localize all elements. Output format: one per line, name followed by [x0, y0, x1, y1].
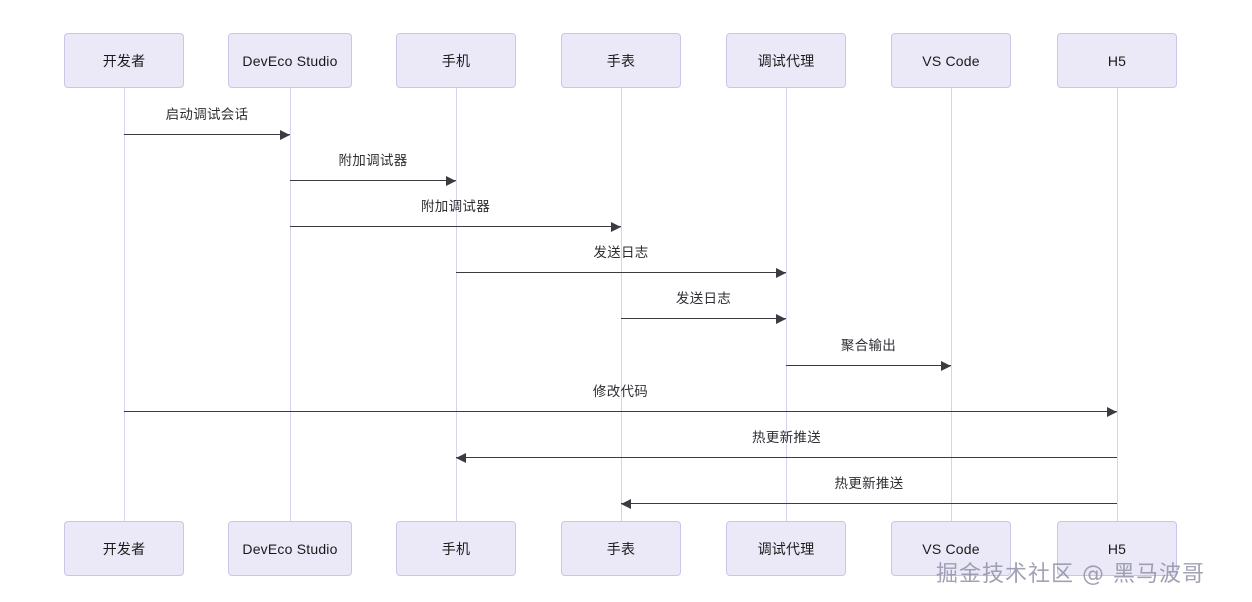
- actor-box-top-watch[interactable]: 手表: [561, 33, 681, 88]
- lifeline-vscode: [951, 88, 952, 521]
- message-label: 启动调试会话: [165, 107, 249, 122]
- message-line: [456, 272, 786, 273]
- actor-label: DevEco Studio: [242, 540, 338, 557]
- actor-box-bottom-dev[interactable]: 开发者: [64, 521, 184, 576]
- message-arrowhead: [456, 452, 466, 463]
- lifeline-dev: [124, 88, 125, 521]
- message-line: [290, 180, 456, 181]
- actor-box-top-vscode[interactable]: VS Code: [891, 33, 1011, 88]
- message-label: 发送日志: [675, 291, 732, 306]
- message-label: 附加调试器: [421, 199, 490, 214]
- lifeline-h5: [1117, 88, 1118, 521]
- message-arrowhead: [611, 221, 621, 232]
- actor-box-top-agent[interactable]: 调试代理: [726, 33, 846, 88]
- message-arrowhead: [446, 175, 456, 186]
- message-line: [124, 411, 1117, 412]
- message-label: 附加调试器: [338, 153, 408, 168]
- actor-label: VS Code: [922, 540, 980, 557]
- actor-box-top-phone[interactable]: 手机: [396, 33, 516, 88]
- actor-box-top-deveco[interactable]: DevEco Studio: [228, 33, 352, 88]
- actor-box-bottom-deveco[interactable]: DevEco Studio: [228, 521, 352, 576]
- message-label: 热更新推送: [752, 430, 821, 445]
- actor-label: DevEco Studio: [242, 52, 338, 69]
- message-line: [124, 134, 290, 135]
- message-label: 发送日志: [593, 245, 649, 260]
- actor-box-bottom-h5[interactable]: H5: [1057, 521, 1177, 576]
- actor-label: 开发者: [102, 52, 146, 69]
- lifeline-agent: [786, 88, 787, 521]
- actor-label: 手机: [441, 540, 471, 557]
- message-arrowhead: [776, 267, 786, 278]
- actor-box-bottom-agent[interactable]: 调试代理: [726, 521, 846, 576]
- actor-label: 开发者: [102, 540, 146, 557]
- message-line: [786, 365, 951, 366]
- message-arrowhead: [621, 498, 631, 509]
- message-line: [290, 226, 621, 227]
- message-line: [621, 503, 1117, 504]
- message-line: [621, 318, 786, 319]
- actor-label: 调试代理: [757, 52, 815, 69]
- lifeline-phone: [456, 88, 457, 521]
- actor-label: 手表: [606, 52, 636, 69]
- lifeline-watch: [621, 88, 622, 521]
- actor-box-bottom-vscode[interactable]: VS Code: [891, 521, 1011, 576]
- actor-box-top-dev[interactable]: 开发者: [64, 33, 184, 88]
- message-label: 热更新推送: [834, 476, 904, 491]
- actor-label: 手机: [441, 52, 471, 69]
- message-label: 修改代码: [592, 384, 649, 399]
- actor-label: 调试代理: [757, 540, 815, 557]
- message-arrowhead: [776, 313, 786, 324]
- actor-box-top-h5[interactable]: H5: [1057, 33, 1177, 88]
- actor-label: H5: [1107, 52, 1127, 69]
- actor-label: 手表: [606, 540, 636, 557]
- message-line: [456, 457, 1117, 458]
- message-arrowhead: [941, 360, 951, 371]
- actor-box-bottom-phone[interactable]: 手机: [396, 521, 516, 576]
- lifeline-deveco: [290, 88, 291, 521]
- message-arrowhead: [280, 129, 290, 140]
- actor-label: H5: [1107, 540, 1127, 557]
- actor-box-bottom-watch[interactable]: 手表: [561, 521, 681, 576]
- message-arrowhead: [1107, 406, 1117, 417]
- message-label: 聚合输出: [840, 338, 897, 353]
- actor-label: VS Code: [922, 52, 980, 69]
- watermark: 掘金技术社区 @ 黑马波哥: [936, 562, 1205, 587]
